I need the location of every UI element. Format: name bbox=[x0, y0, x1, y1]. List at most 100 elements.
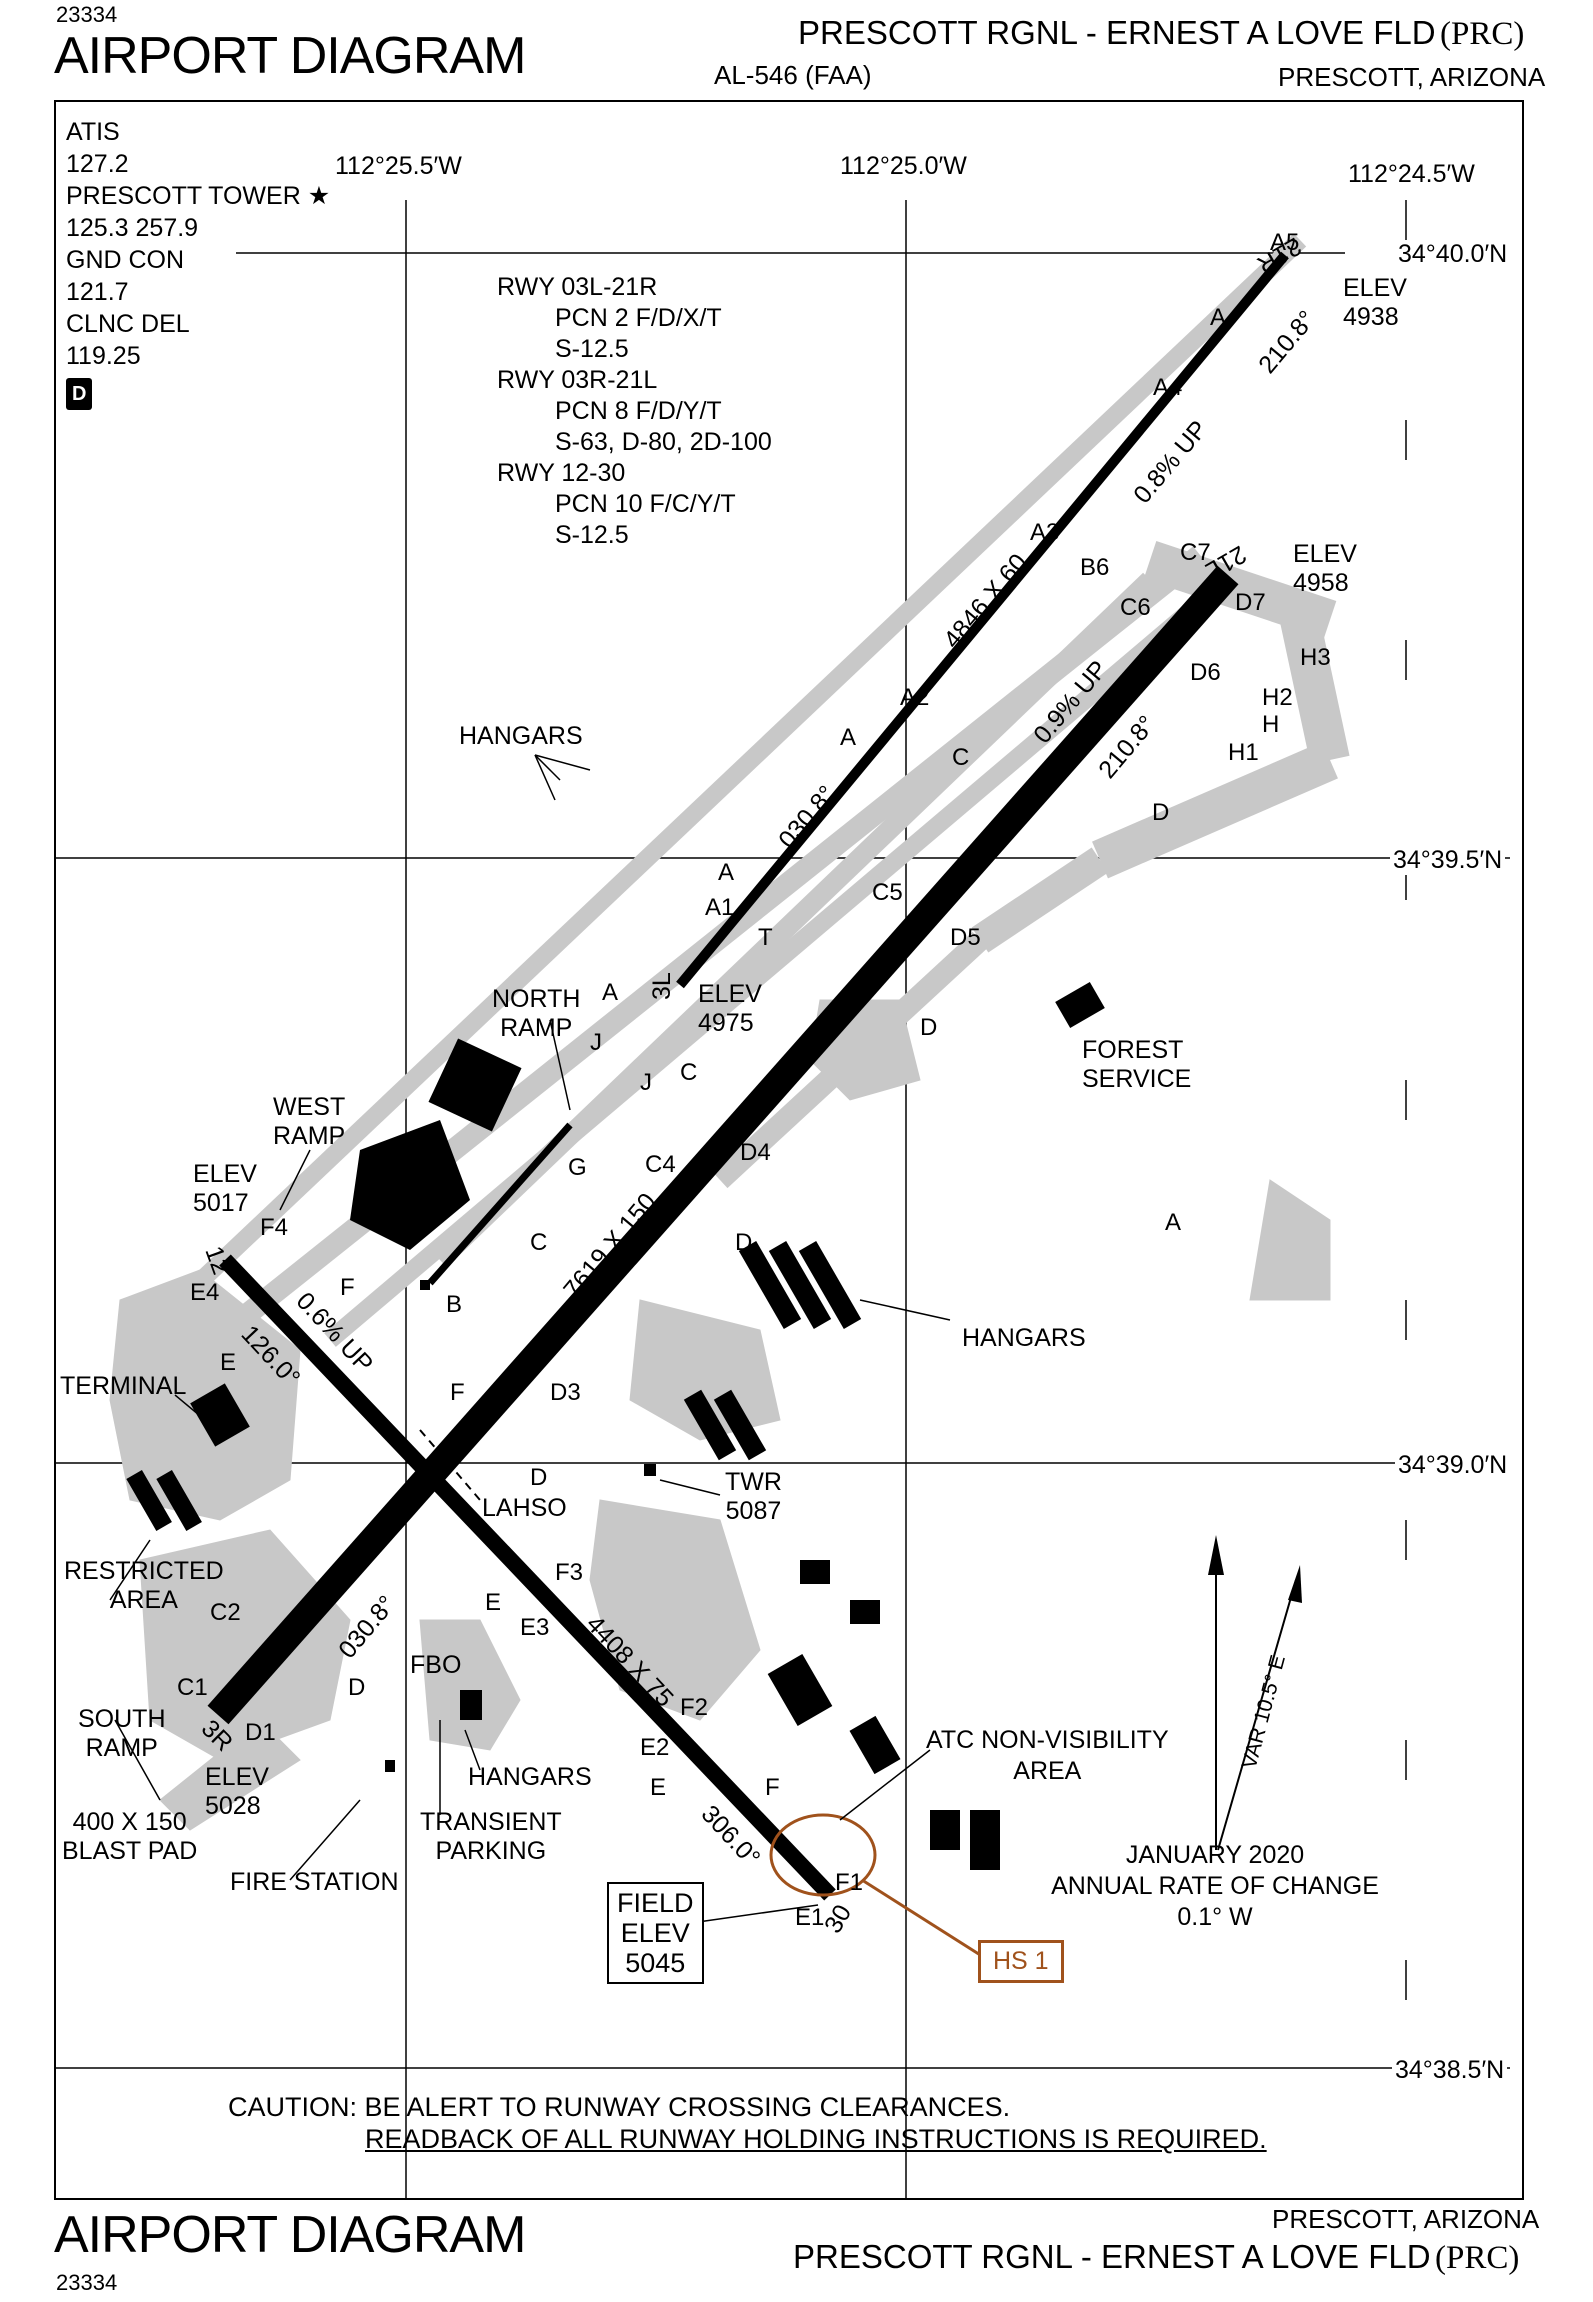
pcn-line: PCN 10 F/C/Y/T bbox=[555, 490, 736, 518]
twy-label: A1 bbox=[705, 894, 734, 921]
place-line: AREA bbox=[109, 1586, 178, 1614]
true-north-arrow bbox=[1208, 1535, 1224, 1575]
elev-label: ELEV bbox=[1293, 540, 1357, 568]
twy-label: A2 bbox=[900, 684, 929, 711]
twy-label: H2 bbox=[1262, 684, 1293, 711]
terminal: TERMINAL bbox=[60, 1372, 187, 1400]
twy-label: D7 bbox=[1235, 589, 1266, 616]
airport-name-text: PRESCOTT RGNL - ERNEST A LOVE FLD bbox=[793, 2238, 1431, 2275]
twy-label: A3 bbox=[1030, 519, 1059, 546]
freq-tower-label: PRESCOTT TOWER ★ bbox=[66, 182, 331, 210]
twy-label: J bbox=[590, 1029, 602, 1056]
airport-name-bottom: PRESCOTT RGNL - ERNEST A LOVE FLD (PRC) bbox=[793, 2238, 1519, 2277]
twy-label: E bbox=[650, 1774, 666, 1801]
lat-label-4: 34°38.5′N bbox=[1392, 2056, 1508, 2085]
airport-code: (PRC) bbox=[1435, 2240, 1520, 2276]
place-line: ATC NON-VISIBILITY bbox=[926, 1726, 1169, 1754]
place-line: RAMP bbox=[273, 1122, 346, 1150]
pcn-line: S-12.5 bbox=[555, 521, 629, 549]
twy-label: A5 bbox=[1270, 229, 1299, 256]
twy-label: E2 bbox=[640, 1734, 669, 1761]
pcn-line: RWY 12-30 bbox=[497, 459, 626, 487]
twy-label: H1 bbox=[1228, 739, 1259, 766]
twy-label: E3 bbox=[520, 1614, 549, 1641]
d-atis-badge: D bbox=[66, 378, 93, 410]
runways bbox=[207, 251, 1289, 1901]
twy-label: D6 bbox=[1190, 659, 1221, 686]
diagram-frame bbox=[54, 100, 1524, 2200]
place-line: NORTH bbox=[492, 985, 581, 1013]
elev-label: ELEV bbox=[205, 1763, 269, 1791]
twy-label: F4 bbox=[260, 1214, 288, 1241]
elev-value: 4938 bbox=[1343, 303, 1399, 331]
twy-label: D bbox=[530, 1464, 547, 1491]
twy-label: H3 bbox=[1300, 644, 1331, 671]
twy-label: D3 bbox=[550, 1379, 581, 1406]
elev-value: 5017 bbox=[193, 1189, 249, 1217]
runway-03R-21L bbox=[207, 565, 1239, 1725]
twy-label: J bbox=[640, 1069, 652, 1096]
twy-label: C1 bbox=[177, 1674, 208, 1701]
elev-label: ELEV bbox=[1343, 274, 1407, 302]
runway-12-30 bbox=[219, 1254, 836, 1901]
twy-label: C4 bbox=[645, 1151, 676, 1178]
twy-label: D bbox=[1152, 799, 1169, 826]
pcn-line: S-12.5 bbox=[555, 335, 629, 363]
twy-label: F1 bbox=[835, 1869, 863, 1896]
place-line: RAMP bbox=[85, 1734, 158, 1762]
twy-label: D bbox=[920, 1014, 937, 1041]
twy-label: A bbox=[1210, 304, 1226, 331]
twy-label: H bbox=[1262, 711, 1279, 738]
fire-station: FIRE STATION bbox=[230, 1868, 399, 1896]
twy-label: D1 bbox=[245, 1719, 276, 1746]
twy-label: A bbox=[718, 859, 734, 886]
freq-atis-label: ATIS bbox=[66, 118, 120, 146]
twy-label: A bbox=[840, 724, 856, 751]
north-arrows bbox=[1208, 1535, 1302, 1851]
chart-id: AL-546 (FAA) bbox=[714, 60, 872, 90]
twy-label: G bbox=[568, 1154, 587, 1181]
twy-label: D bbox=[348, 1674, 365, 1701]
pcn-line: RWY 03L-21R bbox=[497, 273, 658, 301]
hotspot-leader bbox=[861, 1878, 986, 1960]
chart-title-top: AIRPORT DIAGRAM bbox=[54, 27, 526, 85]
lat-label-3: 34°39.0′N bbox=[1395, 1451, 1511, 1480]
hotspot-ellipse bbox=[769, 1813, 877, 1897]
twy-label: A bbox=[1165, 1209, 1181, 1236]
rwy-30-end-b: 30 bbox=[819, 1900, 857, 1938]
chart-title-bottom: AIRPORT DIAGRAM bbox=[54, 2206, 526, 2264]
twy-label: E bbox=[220, 1349, 236, 1376]
taxiway-labels: A A A A A A1 A2 A3 A4 A5 B B6 C C C C1 C… bbox=[177, 229, 1331, 1931]
field-elev-line: FIELD bbox=[617, 1888, 694, 1918]
variation-line: 0.1° W bbox=[1177, 1903, 1253, 1931]
pcn-line: PCN 2 F/D/X/T bbox=[555, 304, 722, 332]
place-line: WEST bbox=[273, 1093, 346, 1121]
twy-label: D bbox=[735, 1229, 752, 1256]
place-line: RESTRICTED bbox=[64, 1557, 224, 1585]
twy-label: B bbox=[446, 1291, 462, 1318]
freq-clnc-value: 119.25 bbox=[66, 342, 141, 370]
variation-line: ANNUAL RATE OF CHANGE bbox=[1051, 1872, 1379, 1900]
airport-name-top: PRESCOTT RGNL - ERNEST A LOVE FLD (PRC) bbox=[798, 14, 1524, 53]
frequency-list: ATIS 127.2 PRESCOTT TOWER ★ 125.3 257.9 … bbox=[66, 116, 330, 410]
twy-label: F3 bbox=[555, 1559, 583, 1586]
buildings bbox=[126, 982, 1105, 1870]
pcn-line: PCN 8 F/D/Y/T bbox=[555, 397, 722, 425]
mag-variation: VAR 10.5° E bbox=[1238, 1653, 1290, 1772]
magnetic-north-line bbox=[1217, 1579, 1297, 1851]
place-line: PARKING bbox=[435, 1837, 547, 1865]
rwy-03L-hdg-down: 210.8° bbox=[1253, 305, 1321, 379]
pcn-line: RWY 03R-21L bbox=[497, 366, 658, 394]
chart-number-bottom: 23334 bbox=[56, 2270, 118, 2295]
twy-label: C bbox=[680, 1059, 697, 1086]
twy-label: D5 bbox=[950, 924, 981, 951]
